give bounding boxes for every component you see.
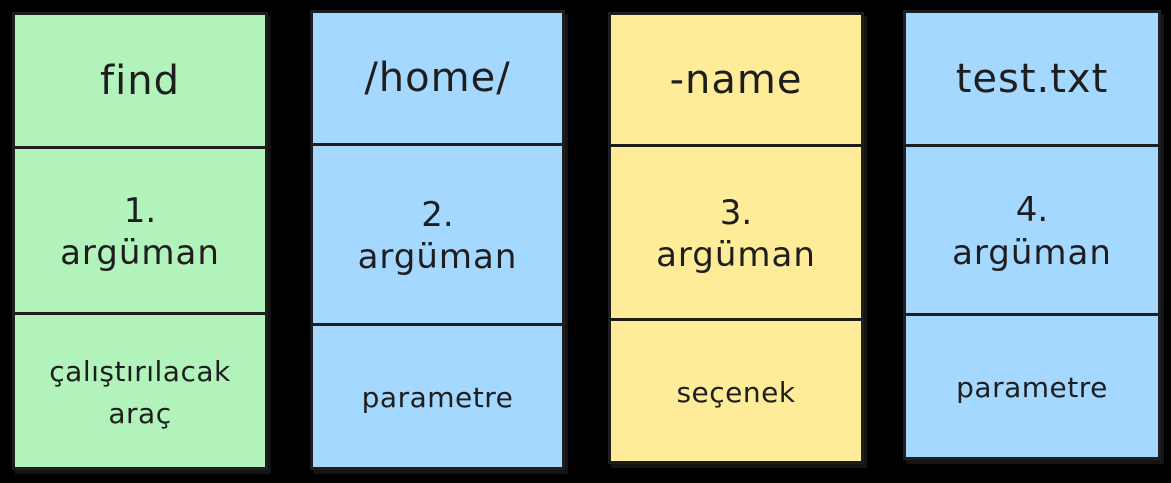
column-home: /home/ 2. argüman parametre (310, 10, 565, 470)
argument-word: argüman (357, 237, 518, 277)
command-token-cell: /home/ (313, 13, 562, 143)
argument-role-line: seçenek (676, 375, 796, 409)
column-test-txt: test.txt 4. argüman parametre (903, 10, 1161, 460)
command-token: test.txt (955, 55, 1109, 102)
argument-number: 4. (1015, 190, 1049, 230)
command-token-cell: find (15, 15, 265, 146)
argument-role-line: parametre (956, 371, 1108, 404)
argument-role: parametre (362, 377, 514, 419)
argument-role: seçenek (676, 372, 795, 414)
argument-role-line: parametre (361, 381, 514, 414)
column-find: find 1. argüman çalıştırılacak araç (12, 12, 268, 470)
argument-role-cell: seçenek (611, 318, 861, 464)
command-token: find (100, 57, 180, 104)
argument-index-cell: 4. argüman (906, 144, 1158, 316)
argument-role-cell: çalıştırılacak araç (15, 312, 265, 470)
command-token-cell: test.txt (906, 13, 1158, 144)
argument-role-cell: parametre (906, 313, 1158, 460)
argument-number: 1. (123, 190, 157, 231)
argument-role-line: araç (108, 396, 172, 430)
column-name-option: -name 3. argüman seçenek (608, 12, 864, 464)
argument-index-cell: 2. argüman (313, 143, 562, 326)
command-token: /home/ (364, 55, 511, 101)
argument-word: argüman (60, 233, 220, 273)
argument-number: 3. (719, 192, 753, 233)
argument-word: argüman (952, 232, 1112, 273)
command-token: -name (669, 56, 803, 103)
argument-role: parametre (956, 367, 1108, 409)
argument-number: 2. (421, 194, 454, 235)
argument-index-cell: 1. argüman (15, 146, 265, 315)
argument-role-cell: parametre (313, 323, 562, 470)
argument-word: argüman (656, 235, 816, 275)
argument-role-line: çalıştırılacak (49, 354, 231, 388)
argument-index-cell: 3. argüman (611, 144, 861, 321)
argument-role: çalıştırılacak araç (49, 351, 230, 435)
command-token-cell: -name (611, 15, 861, 144)
